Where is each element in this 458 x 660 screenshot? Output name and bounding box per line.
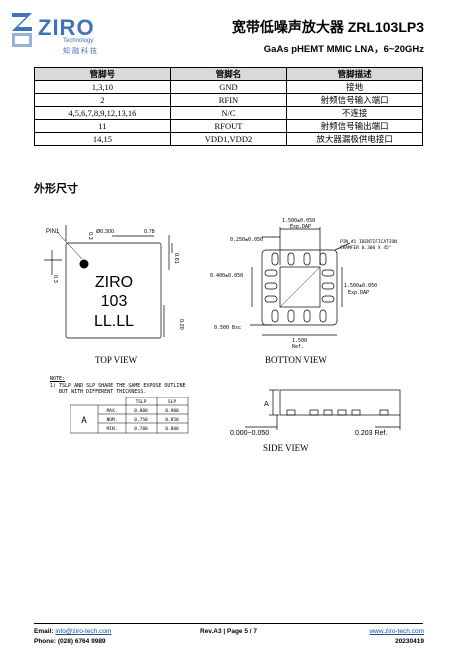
website-link[interactable]: www.ziro-tech.com (369, 628, 424, 635)
pin-name: VDD1,VDD2 (169, 132, 288, 146)
cell: 0.700 (134, 426, 148, 432)
row-label: MIN. (107, 426, 118, 432)
note-title: NOTE: (50, 376, 66, 382)
pin-desc: 接地 (286, 80, 423, 94)
pin-number: 14,15 (34, 132, 171, 146)
pin-number: 11 (34, 119, 171, 133)
dim-dap-height-label: Exp.DAP (348, 290, 369, 296)
dim-dap-width: 1.500±0.050 (282, 218, 315, 224)
pin-number-header: 管脚号 (34, 67, 171, 81)
email-label: Email: (34, 628, 54, 635)
package-outline (65, 242, 162, 339)
cell: 0.800 (165, 426, 179, 432)
pin-table-header: 管脚号 管脚名 管脚描述 (34, 67, 423, 81)
logo: ZIRO Technology 知融科技 (10, 10, 120, 56)
pin-name-header: 管脚名 (169, 67, 288, 81)
symbol-a: A (81, 416, 87, 426)
table-row: 2 RFIN 射频信号输入端口 (34, 93, 423, 107)
pin1-note-2: CHAMFER 0.300 X 45° (340, 245, 392, 251)
dim-body-ref: Ref. (292, 344, 304, 350)
pin-name: RFOUT (169, 119, 288, 133)
footer-divider (34, 623, 423, 624)
dim-right: 0.61 (173, 253, 179, 264)
note-line-2: BUT WITH DIFFERENT THICKNESS. (50, 389, 147, 395)
pin-table: 管脚号 管脚名 管脚描述 1,3,10 GND 接地 2 RFIN 射频信号输入… (34, 67, 423, 146)
pin-number: 2 (34, 93, 171, 107)
col-slp: SLP (168, 399, 176, 405)
dim-pad-length: 0.400±0.050 (210, 273, 243, 279)
header-title-cn: 宽带低噪声放大器 (231, 19, 344, 35)
side-dim-left: 0.000~0.050 (230, 430, 269, 437)
pin1-note-1: PIN #1 IDENTIFICATION (340, 239, 397, 245)
pin-number: 1,3,10 (34, 80, 171, 94)
section-title: 外形尺寸 (34, 183, 78, 195)
dim-dap-height: 1.500±0.050 (344, 283, 377, 289)
pin-desc-header: 管脚描述 (286, 67, 423, 81)
pin-desc: 射频信号输出端口 (286, 119, 423, 133)
header-subtitle: GaAs pHEMT MMIC LNA，6~20GHz (263, 44, 424, 55)
footer-email: Email: info@ziro-tech.com (34, 628, 111, 635)
logo-wordmark: ZIRO (38, 15, 95, 40)
logo-tagline: Technology (63, 38, 94, 44)
phone-label: Phone: (34, 638, 57, 645)
header-model: ZRL103LP3 (347, 19, 424, 35)
dim-body: 1.500 (292, 338, 307, 344)
cell: 0.800 (134, 408, 148, 414)
side-view-caption: SIDE VIEW (263, 443, 309, 453)
thickness-table: TSLP SLP A MAX. 0.800 0.900 NOM. 0.750 0… (70, 397, 189, 434)
pin1-label: PIN1 (46, 229, 60, 235)
col-tslp: TSLP (136, 399, 147, 405)
dim-dot: Ø0.300 (96, 229, 114, 235)
top-view-caption: TOP VIEW (95, 355, 138, 365)
cell: 0.900 (165, 408, 179, 414)
logo-mark-icon (12, 13, 32, 47)
bottom-view-drawing: 1.500±0.050 Exp.DAP 0.250±0.050 0.400±0.… (210, 218, 397, 350)
footer-phone: Phone: (028) 6764 9989 (34, 638, 106, 645)
email-link[interactable]: info@ziro-tech.com (55, 628, 112, 635)
table-row: 11 RFOUT 射频信号输出端口 (34, 119, 423, 133)
pin-name: N/C (169, 106, 288, 120)
cell: 0.850 (165, 417, 179, 423)
pin-desc: 不连接 (286, 106, 423, 120)
side-label-a: A (264, 401, 269, 408)
dim-width: 0.78 (144, 229, 155, 235)
dim-dap-label: Exp.DAP (290, 224, 311, 230)
phone-number: (028) 6764 9989 (57, 638, 106, 645)
row-label: MAX. (107, 408, 118, 414)
table-row: 14,15 VDD1,VDD2 放大器漏极供电接口 (34, 132, 423, 146)
dim-left: 0.3 (52, 275, 58, 283)
side-dim-right: 0.203 Ref. (355, 430, 387, 437)
pin-name: RFIN (169, 93, 288, 107)
footer-website: www.ziro-tech.com (369, 628, 424, 635)
marking-line-3: LL.LL (94, 313, 134, 330)
side-view-drawing: A 0.000~0.050 0.203 Ref. (230, 389, 401, 437)
pin-desc: 射频信号输入端口 (286, 93, 423, 107)
table-row: 4,5,6,7,8,9,12,13,16 N/C 不连接 (34, 106, 423, 120)
pin-name: GND (169, 80, 288, 94)
footer-date: 20230419 (395, 638, 424, 645)
row-label: NOM. (107, 417, 118, 423)
bottom-view-caption: BOTTON VIEW (265, 355, 327, 365)
note-line-1: 1) TSLP AND SLP SHARE THE SAME EXPOSE OU… (50, 383, 186, 389)
dim-bottom: 0.20 (178, 319, 184, 330)
marking-line-1: ZIRO (95, 274, 133, 291)
dim-pitch: 0.500 Bsc (214, 325, 241, 331)
footer-revision: Rev.A3 | Page 5 / 7 (200, 628, 257, 635)
top-view-drawing: PIN1 Ø0.300 0.78 0.3 0.61 0.3 0.20 ZIRO … (44, 225, 184, 339)
logo-chinese: 知融科技 (63, 48, 99, 55)
pin1-dot-icon (79, 259, 89, 269)
table-row: 1,3,10 GND 接地 (34, 80, 423, 94)
cell: 0.750 (134, 417, 148, 423)
marking-line-2: 103 (101, 293, 128, 310)
pin-number: 4,5,6,7,8,9,12,13,16 (34, 106, 171, 120)
header-title: 宽带低噪声放大器 ZRL103LP3 (232, 17, 424, 37)
dim-top: 0.3 (87, 232, 93, 240)
pin-desc: 放大器漏极供电接口 (286, 132, 423, 146)
dim-pad-width: 0.250±0.050 (230, 237, 263, 243)
